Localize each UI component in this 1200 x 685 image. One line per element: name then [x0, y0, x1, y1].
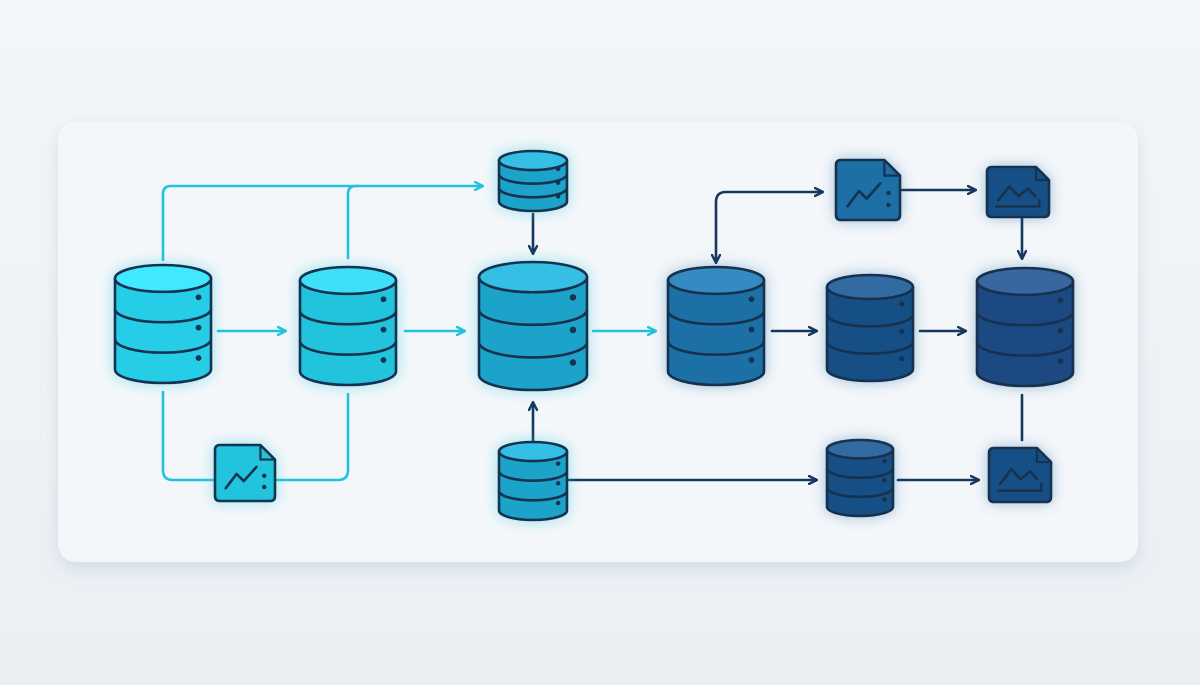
chart-doc-lower-left-icon [213, 443, 277, 503]
database-stage-4-icon [666, 265, 766, 387]
connector-db-source-to-db-top-feed [161, 186, 482, 262]
connector-db-stage-2-to-db-top-feed [346, 184, 360, 260]
line-chart-icon [846, 182, 891, 208]
connector-chart-doc-top-mid-to-db-stage-4 [714, 192, 822, 260]
chart-doc-top-mid-icon [834, 158, 902, 222]
database-central-icon [477, 260, 589, 392]
database-top-feed-icon [497, 149, 569, 213]
chart-doc-bottom-right-icon [987, 446, 1053, 504]
database-bottom-mid-icon [825, 438, 895, 518]
area-chart-icon [996, 467, 1043, 492]
connectors [161, 184, 1022, 482]
database-stage-5-icon [825, 273, 915, 383]
area-chart-icon [994, 185, 1041, 208]
nodes [113, 149, 1075, 522]
line-chart-icon [224, 465, 267, 490]
database-stage-2-icon [298, 265, 398, 387]
connector-db-source-to-chart-doc-lower-left [161, 390, 216, 482]
database-final-icon [975, 266, 1075, 388]
database-source-icon [113, 263, 213, 385]
database-bottom-feed-icon [497, 440, 569, 522]
connector-chart-doc-lower-left-to-db-stage-2 [275, 392, 350, 482]
chart-doc-top-right-icon [985, 165, 1051, 219]
